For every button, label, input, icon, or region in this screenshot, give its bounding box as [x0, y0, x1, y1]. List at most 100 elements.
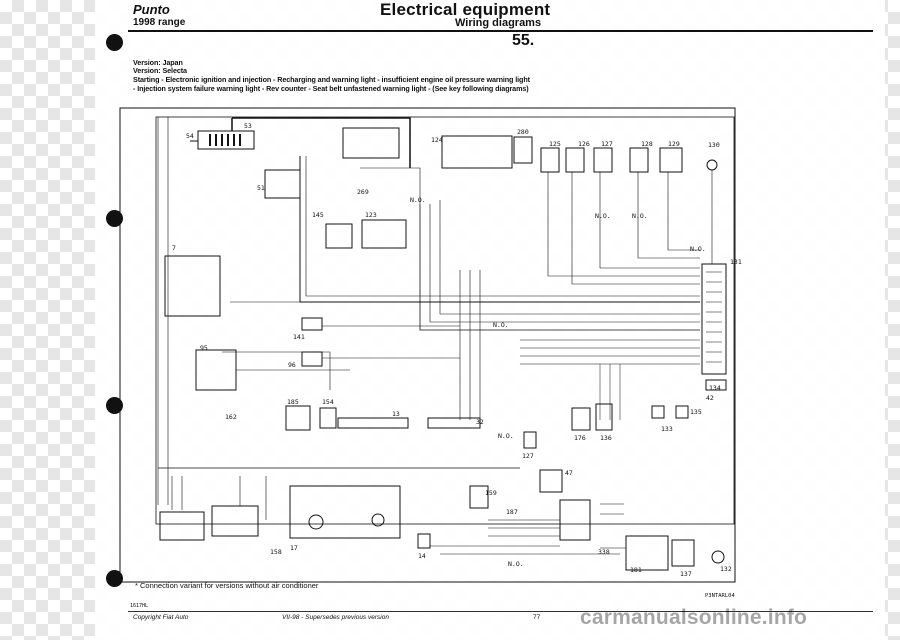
version-line-2: Version: Selecta — [133, 66, 187, 75]
component-label: N.O. — [410, 196, 426, 204]
component-130-lamp — [706, 159, 718, 171]
component-53-box — [197, 130, 255, 150]
component-label: 17 — [290, 544, 298, 552]
component-label: 14 — [418, 552, 426, 560]
component-label: 129 — [668, 140, 680, 148]
component-label: 47 — [565, 469, 573, 477]
component-label: 126 — [578, 140, 590, 148]
component-181-connector — [559, 499, 591, 541]
subsection-title: Wiring diagrams — [455, 17, 542, 29]
copyright-text: Copyright Fiat Auto — [133, 614, 189, 621]
connector-13 — [337, 417, 409, 429]
component-96-box — [301, 351, 323, 367]
component-17-box — [159, 511, 205, 541]
edition-text: VII-98 - Supersedes previous version — [282, 614, 389, 621]
diagram-frame — [119, 107, 736, 583]
model-name: Punto — [133, 2, 170, 17]
punch-hole — [106, 570, 123, 587]
component-label: 127 — [601, 140, 613, 148]
component-label: 269 — [357, 188, 369, 196]
component-label: 145 — [312, 211, 324, 219]
component-124-box — [441, 135, 513, 169]
component-label: 159 — [485, 489, 497, 497]
component-7-box — [164, 255, 221, 317]
component-label: 32 — [476, 418, 484, 426]
component-label: 136 — [600, 434, 612, 442]
component-label: 42 — [706, 394, 714, 402]
footnote: * Connection variant for versions withou… — [135, 581, 319, 590]
watermark: carmanualsonline.info — [580, 606, 808, 629]
component-185-box — [285, 405, 311, 431]
component-47-box — [625, 535, 669, 571]
component-158-box — [539, 469, 563, 493]
component-label: 124 — [431, 136, 443, 144]
component-label: N.O. — [498, 432, 514, 440]
component-label: 176 — [574, 434, 586, 442]
component-176-box — [571, 407, 591, 431]
description-line-2: - Injection system failure warning light… — [133, 84, 529, 93]
component-label: 131 — [730, 258, 742, 266]
component-125-box — [540, 147, 560, 173]
component-label: N.O. — [595, 212, 611, 220]
section-title: Electrical equipment — [380, 0, 551, 19]
component-label: 123 — [365, 211, 377, 219]
model-range: 1998 range — [133, 17, 186, 28]
small-reference-code: 1617HL — [130, 603, 149, 609]
component-label: 162 — [225, 413, 237, 421]
rev-counter-gauge — [308, 514, 324, 530]
footer-rule — [128, 611, 873, 612]
component-280-box — [513, 136, 533, 164]
instrument-panel-box — [289, 485, 401, 539]
punch-hole — [106, 397, 123, 414]
component-187-box — [469, 485, 489, 509]
component-label: 128 — [641, 140, 653, 148]
component-label: 133 — [661, 425, 673, 433]
component-133-box — [675, 405, 689, 419]
footer-page-number: 77 — [533, 614, 541, 621]
component-label: 130 — [708, 141, 720, 149]
component-label: 141 — [293, 333, 305, 341]
component-label: 181 — [630, 566, 642, 574]
component-label: 127 — [522, 452, 534, 460]
warning-light-gauge — [371, 513, 385, 527]
component-label: 135 — [690, 408, 702, 416]
component-132-box — [417, 533, 431, 549]
component-129-box — [659, 147, 683, 173]
section-page-number: 55. — [512, 32, 535, 49]
component-51-box — [264, 169, 301, 199]
component-label: 95 — [200, 344, 208, 352]
component-label: 158 — [270, 548, 282, 556]
component-154-box — [319, 407, 337, 429]
component-label: 125 — [549, 140, 561, 148]
component-269-box — [342, 127, 400, 159]
drawing-code: P3NTARL04 — [705, 593, 735, 599]
component-label: 7 — [172, 244, 176, 252]
component-127-box-2 — [705, 379, 727, 391]
component-label: N.O. — [690, 245, 706, 253]
component-141-box — [301, 317, 323, 331]
component-131-connector — [701, 263, 727, 375]
component-label: 137 — [680, 570, 692, 578]
component-145-box — [325, 223, 353, 249]
component-label: 51 — [257, 184, 265, 192]
version-line-1: Version: Japan — [133, 58, 183, 67]
component-label: N.O. — [493, 321, 509, 329]
punch-hole — [106, 210, 123, 227]
component-137-box — [523, 431, 537, 449]
component-134-box — [651, 405, 665, 419]
component-126-box — [565, 147, 585, 173]
diagram-inner-frame — [155, 116, 735, 525]
component-label: 185 — [287, 398, 299, 406]
connector-32 — [427, 417, 481, 429]
component-95-box — [195, 349, 237, 391]
component-left-module — [211, 505, 259, 537]
component-label: 154 — [322, 398, 334, 406]
component-label: 338 — [598, 548, 610, 556]
manual-page — [95, 0, 885, 640]
component-label: 132 — [720, 565, 732, 573]
component-label: N.O. — [508, 560, 524, 568]
component-label: 13 — [392, 410, 400, 418]
component-42-lamp — [711, 550, 725, 564]
component-128-box — [629, 147, 649, 173]
